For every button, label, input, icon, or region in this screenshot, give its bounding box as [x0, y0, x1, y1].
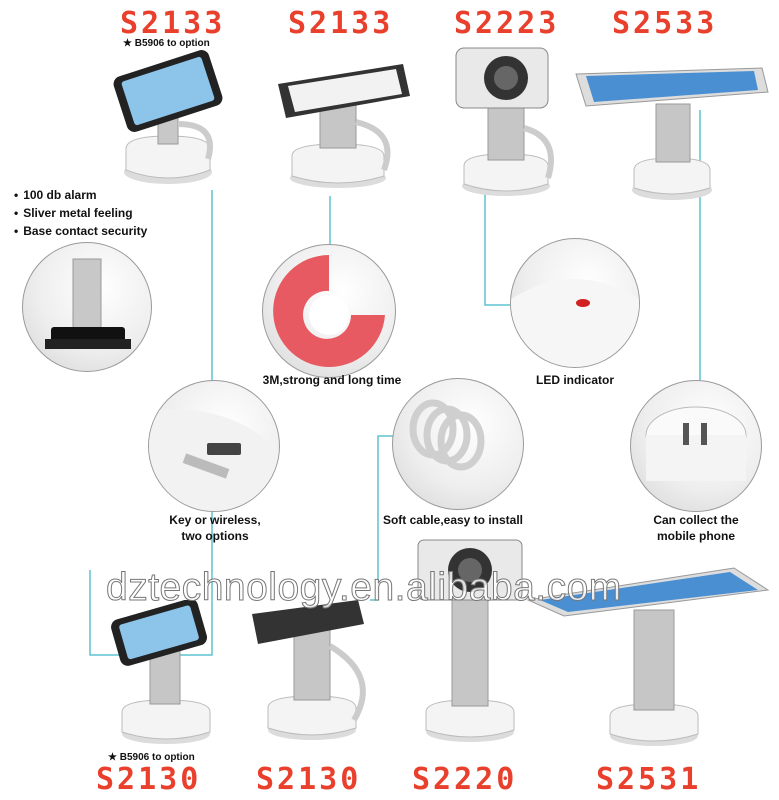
model-label-bottom-1: S2130 [96, 762, 202, 797]
model-label-bottom-2: S2130 [256, 762, 362, 797]
led-indicator-detail-circle [510, 238, 640, 368]
feature-list: 100 db alarm Sliver metal feeling Base c… [14, 186, 147, 240]
caption-collect: Can collect the mobile phone [628, 512, 764, 544]
caption-key-line-1: Key or wireless, [169, 513, 261, 527]
caption-led: LED indicator [535, 373, 614, 387]
feature-item: 100 db alarm [14, 186, 147, 204]
caption-collect-line-1: Can collect the [653, 513, 739, 527]
adhesive-detail-circle [262, 244, 396, 378]
metal-base-detail-circle [22, 242, 152, 372]
coiled-cable-detail-circle [392, 378, 524, 510]
option-note-top: ★ B5906 to option [123, 38, 210, 49]
key-wireless-detail-circle [148, 380, 280, 512]
camera-holder-s2220-image [417, 539, 523, 742]
phone-holder-s2133-flat-image [278, 64, 410, 188]
phone-slot-detail-circle [630, 380, 762, 512]
caption-adhesive: 3M,strong and long time [262, 373, 402, 387]
feature-item: Sliver metal feeling [14, 204, 147, 222]
feature-item: Base contact security [14, 222, 147, 240]
caption-key-wireless: Key or wireless, two options [150, 512, 280, 544]
phone-holder-s2130-image [111, 600, 211, 744]
model-label-bottom-3: S2220 [412, 762, 518, 797]
tablet-holder-s2533-image [575, 67, 769, 200]
watermark-text: dztechnology.en.alibaba.com [106, 566, 622, 610]
model-label-top-4: S2533 [612, 6, 718, 41]
phone-holder-s2130-flat-image [252, 600, 366, 740]
camera-holder-s2223-image [455, 47, 554, 196]
model-label-bottom-4: S2531 [596, 762, 702, 797]
caption-collect-line-2: mobile phone [657, 529, 735, 543]
phone-holder-s2133-image [113, 50, 223, 184]
caption-key-line-2: two options [181, 529, 249, 543]
model-label-top-2: S2133 [288, 6, 394, 41]
option-note-bottom: ★ B5906 to option [108, 752, 195, 763]
caption-cable: Soft cable,easy to install [382, 513, 524, 527]
model-label-top-3: S2223 [454, 6, 560, 41]
model-label-top-1: S2133 [120, 6, 226, 41]
tablet-holder-s2531-image [526, 567, 770, 746]
